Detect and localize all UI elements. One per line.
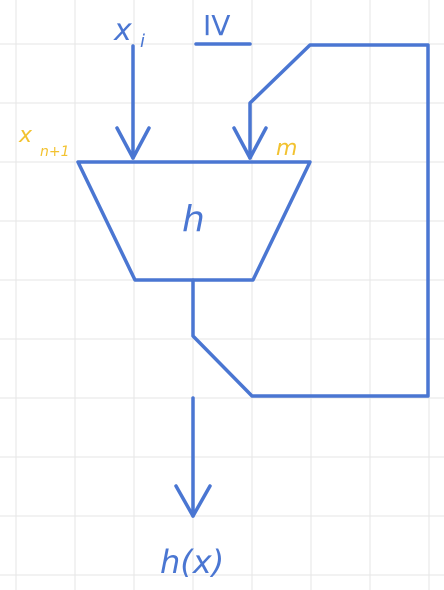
block-input-label-left-x: x: [18, 123, 33, 148]
input-arrowhead: [115, 126, 151, 160]
input-label-x: x: [113, 13, 132, 48]
output-label: h(x): [160, 543, 224, 581]
feedback-path: [191, 43, 430, 398]
feedback-arrowhead: [232, 126, 268, 160]
input-label-subscript: i: [140, 31, 145, 52]
iv-label: IV: [203, 9, 230, 42]
function-block: [76, 160, 312, 282]
output-arrowhead: [174, 484, 212, 518]
block-input-label-right: m: [276, 136, 297, 161]
block-input-label-left-subscript: n+1: [40, 144, 70, 160]
function-label: h: [182, 199, 205, 240]
